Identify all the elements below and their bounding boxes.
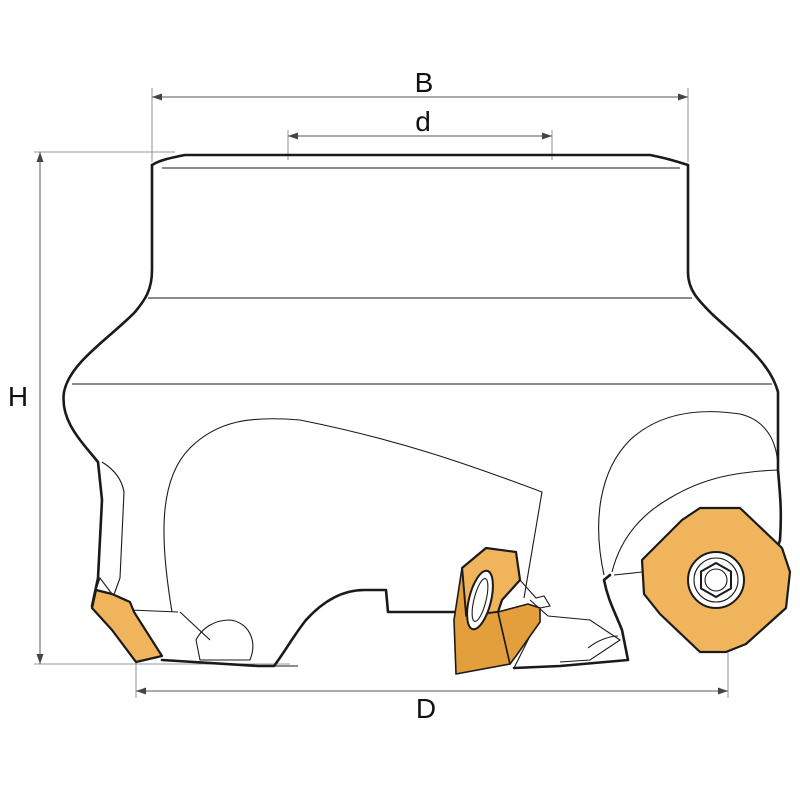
body-outline bbox=[62, 163, 783, 608]
cutter-body bbox=[62, 153, 783, 670]
right-chip-pocket bbox=[598, 411, 779, 576]
left-chip-pocket bbox=[163, 418, 543, 613]
dimension-B: B bbox=[151, 67, 689, 162]
dimension-d: d bbox=[287, 106, 553, 160]
dimension-label-B: B bbox=[415, 67, 434, 98]
top-cap bbox=[150, 153, 690, 167]
hex-socket-icon bbox=[700, 562, 732, 598]
insert-screw-hole-center bbox=[466, 569, 494, 631]
dimension-label-d: d bbox=[415, 106, 431, 137]
insert-center bbox=[453, 546, 551, 675]
insert-right bbox=[613, 506, 792, 654]
dimension-label-D: D bbox=[416, 693, 436, 724]
dimension-D: D bbox=[135, 650, 729, 724]
dimension-label-H: H bbox=[8, 381, 28, 412]
insert-screw-right bbox=[687, 551, 745, 609]
bottom-profile bbox=[160, 573, 630, 670]
insert-left bbox=[90, 576, 164, 664]
dimension-H: H bbox=[8, 151, 290, 665]
